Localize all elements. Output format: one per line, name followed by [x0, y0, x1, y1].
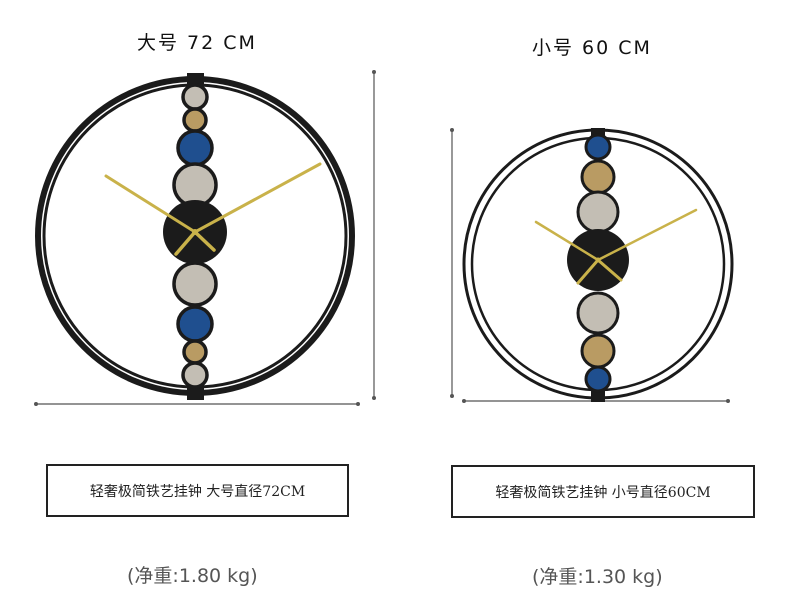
large-caption-box: 轻奢极简铁艺挂钟 大号直径72CM [46, 464, 349, 517]
small-clock [462, 128, 734, 402]
small-caption-text: 轻奢极简铁艺挂钟 小号直径60CM [495, 484, 711, 501]
large-caption-text: 轻奢极简铁艺挂钟 大号直径72CM [89, 483, 306, 500]
large-dimension-lines [34, 70, 376, 406]
large-clock [35, 73, 355, 400]
small-caption-box: 轻奢极简铁艺挂钟 小号直径60CM [451, 465, 755, 518]
large-size-title: 大号 72 CM [137, 32, 257, 54]
large-clock-hands [104, 162, 322, 256]
small-size-title: 小号 60 CM [532, 37, 652, 59]
small-net-weight: (净重:1.30 kg) [532, 566, 663, 588]
small-disc-column [576, 133, 620, 393]
small-clock-hands [534, 208, 698, 285]
large-net-weight: (净重:1.80 kg) [127, 565, 258, 587]
large-disc-column [172, 83, 218, 389]
